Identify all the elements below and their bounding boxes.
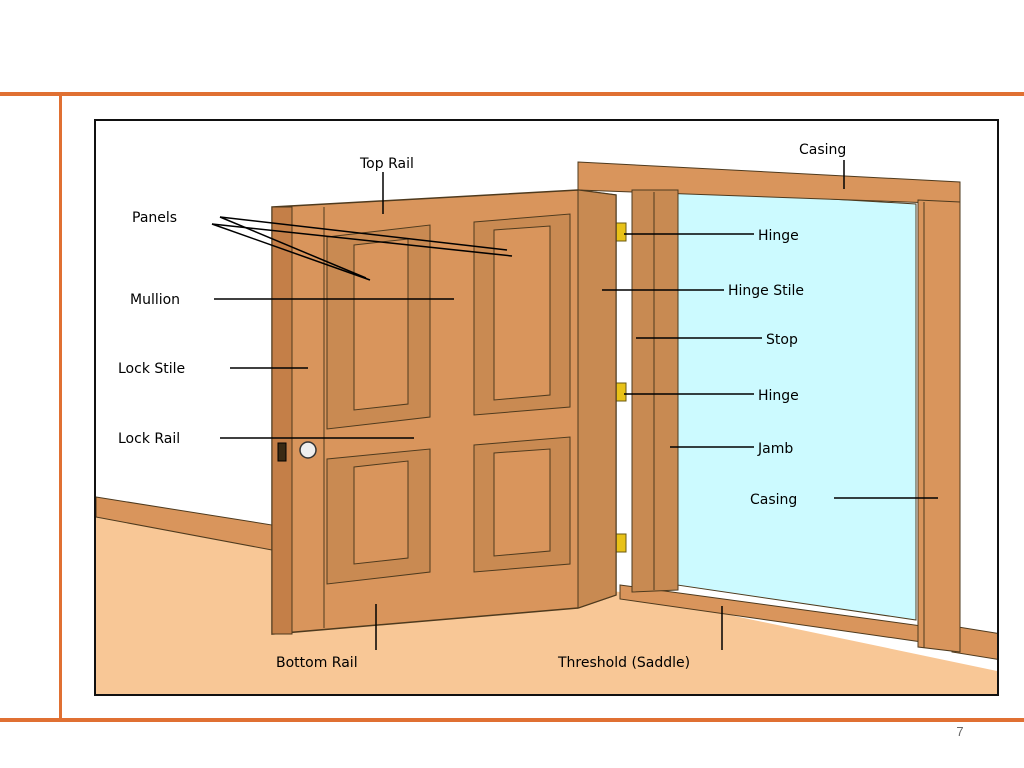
slide-left-rule [59,94,62,720]
label-hinge-middle: Hinge [758,388,799,404]
slide-bottom-rule [0,718,1024,722]
leader-panels-1 [211,223,371,281]
hinge-stile [577,189,617,609]
leader-panels-3 [219,216,367,279]
hinge-top-icon [615,222,627,242]
label-lock-stile: Lock Stile [118,361,185,377]
page-number: 7 [956,724,964,739]
label-stop: Stop [766,332,798,348]
label-panels: Panels [132,210,177,226]
door-leaf-edge [271,206,293,635]
panel-upper-right-face [493,225,551,401]
panel-lower-left-face [353,460,409,565]
keyhole-icon [277,442,287,462]
leader-panels-2 [211,223,513,257]
door-diagram: Top Rail Casing Panels Hinge Mullion Hin… [96,142,997,694]
hinge-side-jamb [631,189,679,593]
door-opening [676,189,917,621]
label-hinge-top: Hinge [758,228,799,244]
slide-top-rule [0,92,1024,96]
label-bottom-rail: Bottom Rail [276,655,358,671]
panel-upper-left-face [353,238,409,411]
label-lock-rail: Lock Rail [118,431,180,447]
label-casing-side: Casing [750,492,797,508]
label-casing-top: Casing [799,142,846,158]
label-jamb: Jamb [757,441,793,457]
label-hinge-stile: Hinge Stile [728,283,804,299]
door-diagram-frame: Top Rail Casing Panels Hinge Mullion Hin… [94,119,999,696]
label-top-rail: Top Rail [359,156,414,172]
hinge-bottom-icon [615,533,627,553]
leader-lines [211,160,938,650]
leader-panels-4 [219,216,508,251]
doorknob-icon [299,441,317,459]
panel-lower-right-face [493,448,551,557]
label-threshold: Threshold (Saddle) [557,655,690,671]
hinge-middle-icon [615,382,627,402]
label-mullion: Mullion [130,292,180,308]
